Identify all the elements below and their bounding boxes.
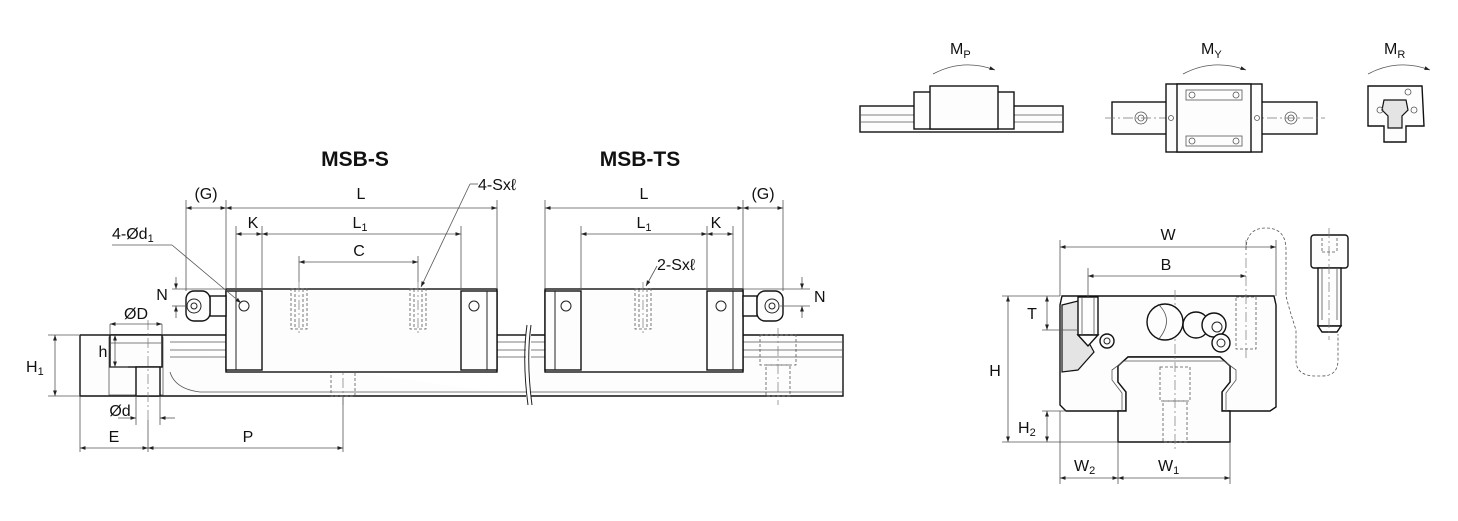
bolt-head <box>1310 234 1349 269</box>
dim-w: W <box>1160 227 1176 244</box>
dim-n-right: N <box>814 289 826 306</box>
label-4-holes-d1: 4-Ød1 <box>112 226 154 245</box>
dim-w1: W1 <box>1158 458 1179 477</box>
moment-yaw-label: MY <box>1201 41 1222 61</box>
msb-ts-endcap-right <box>706 290 744 371</box>
moment-roll-sketch: MR <box>1367 41 1431 143</box>
end-view-rail <box>1117 356 1231 443</box>
moment-pitch-arrow <box>932 64 996 75</box>
moment-roll-label: MR <box>1384 41 1405 61</box>
msb-ts-endcap-left <box>544 290 582 371</box>
dim-h1: H1 <box>26 359 44 378</box>
hole-d1-left <box>238 300 250 312</box>
title-msb-s: MSB-S <box>321 148 389 171</box>
dim-t: T <box>1027 306 1037 323</box>
moment-yaw-arrow <box>1182 64 1247 75</box>
dim-e: E <box>109 429 120 446</box>
moment-roll-arrow <box>1367 64 1431 75</box>
dim-phi-big-d: ØD <box>124 306 148 323</box>
msb-s-endcap-left <box>225 290 263 371</box>
dim-b: B <box>1161 257 1172 274</box>
dim-phi-small-d: Ød <box>109 403 130 420</box>
msb-s-block <box>185 282 498 373</box>
dim-h2: H2 <box>1018 420 1036 439</box>
side-dimensions: (G) L K L1 C 4-Ød1 4-Sxℓ N ØD h <box>26 177 826 452</box>
dim-g-right: (G) <box>751 186 774 203</box>
ball-right <box>1201 312 1227 338</box>
dim-h: H <box>989 363 1001 380</box>
end-view <box>1059 227 1349 450</box>
msb-s-endcap-right <box>460 290 498 371</box>
rail-break-line <box>524 324 529 406</box>
dim-l-left: L <box>357 186 366 203</box>
moment-pitch-sketch: MP <box>859 41 1064 133</box>
end-view-dimensions: W B T H H2 W2 W1 <box>989 227 1277 484</box>
bolt-link <box>1245 227 1339 377</box>
ball-left <box>1146 303 1184 341</box>
msb-s-body <box>225 288 498 373</box>
dim-k-right: K <box>711 215 722 232</box>
dim-h-small: h <box>99 344 108 361</box>
dim-g-left: (G) <box>194 186 217 203</box>
msb-ts-block <box>544 282 784 373</box>
counterbore-left <box>109 334 163 368</box>
dim-p: P <box>243 429 254 446</box>
dim-n-left: N <box>156 287 168 304</box>
moment-pitch-label: MP <box>950 41 971 61</box>
dim-c: C <box>353 243 365 260</box>
moment-yaw-sketch: MY <box>1105 41 1325 153</box>
label-4-tap: 4-Sxℓ <box>478 177 516 194</box>
dim-l1-left: L1 <box>352 215 367 234</box>
label-2-tap: 2-Sxℓ <box>657 257 695 274</box>
dim-k-left: K <box>248 215 259 232</box>
dim-l1-right: L1 <box>636 215 651 234</box>
bolt-shank <box>1317 267 1342 327</box>
title-msb-ts: MSB-TS <box>600 148 681 171</box>
dim-w2: W2 <box>1074 458 1095 477</box>
roll-rail <box>1381 99 1409 129</box>
dim-l-right: L <box>640 186 649 203</box>
